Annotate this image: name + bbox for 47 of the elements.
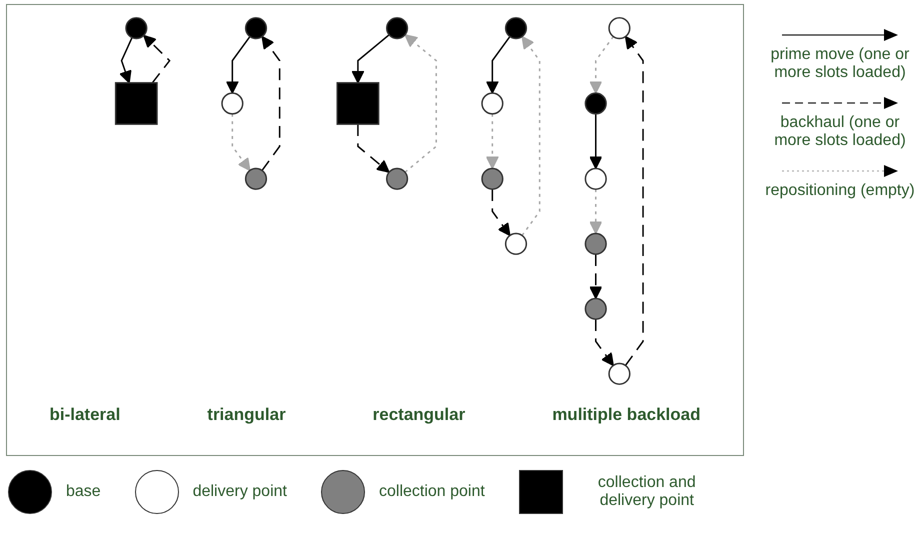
node-circle (386, 17, 408, 40)
arrow (589, 189, 602, 234)
legend-text: collection and delivery point (596, 474, 697, 510)
arrow (226, 36, 250, 94)
legend-text: base (66, 483, 101, 501)
node-circle (504, 232, 528, 255)
arrow (521, 36, 540, 236)
node-circle (244, 168, 268, 190)
arrow (624, 36, 644, 366)
legend-text: repositioning (empty) (764, 182, 916, 200)
node-box (114, 82, 158, 125)
arrow (595, 319, 614, 366)
scenario-caption: rectangular (372, 405, 466, 425)
arrow (404, 34, 437, 173)
arrow (589, 254, 602, 300)
node-circle (584, 92, 607, 115)
node-circle (608, 17, 630, 40)
node-circle (386, 168, 408, 190)
legend-text: collection point (378, 483, 485, 501)
node-circle (244, 17, 268, 40)
arrow (143, 34, 171, 84)
node-circle (504, 17, 528, 40)
node-circle (584, 168, 607, 190)
scenario-caption: bi-lateral (49, 405, 120, 425)
arrow (486, 36, 510, 94)
arrow (351, 34, 390, 84)
node-circle (481, 168, 504, 190)
legend-text: prime move (one or more slots loaded) (770, 46, 910, 82)
arrow (261, 36, 280, 171)
node-circle (584, 298, 607, 320)
node-circle (125, 17, 148, 40)
node-circle (481, 92, 504, 115)
node-box (336, 82, 380, 125)
arrow (357, 124, 390, 173)
scenario-caption: triangular (207, 405, 286, 425)
arrow (119, 37, 133, 84)
arrow (486, 114, 499, 170)
arrow (232, 114, 250, 172)
legend-text: delivery point (192, 483, 287, 501)
scenario-caption: mulitiple backload (552, 405, 700, 425)
node-circle (584, 232, 607, 255)
arrow (589, 114, 602, 170)
node-circle (221, 92, 244, 115)
node-circle (608, 362, 630, 385)
legend-text: backhaul (one or more slots loaded) (773, 114, 907, 150)
arrow (492, 189, 510, 236)
arrow (589, 36, 614, 94)
